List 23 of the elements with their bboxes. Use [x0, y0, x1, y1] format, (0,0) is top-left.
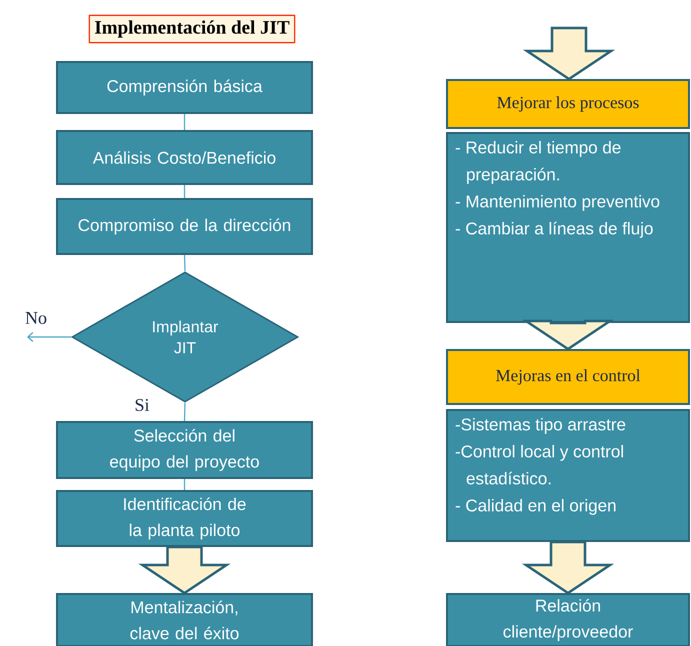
connector-line: [184, 254, 186, 272]
process-box: Comprensión básica: [56, 61, 313, 114]
title-box: Implementación del JIT: [88, 14, 296, 44]
block-arrow: [138, 546, 231, 595]
connector-line: [184, 114, 186, 130]
edge-label: No: [26, 312, 46, 324]
connector-line: [184, 479, 186, 490]
block-arrow: [522, 540, 614, 595]
block-arrow: [522, 320, 614, 350]
arrow: [27, 332, 72, 342]
process-box: Selección del equipo del proyecto: [56, 421, 313, 479]
process-box: Análisis Costo/Beneficio: [56, 130, 313, 185]
list-box: - Reducir el tiempo de preparación. - Mantenimiento preventivo - Cambiar a líneas de flujo: [446, 132, 690, 323]
process-box: Relación cliente/proveedor: [446, 593, 690, 646]
connector-line: [184, 185, 186, 198]
heading-box: Mejoras en el control: [446, 349, 690, 405]
process-box: Compromiso de la dirección: [56, 198, 313, 255]
connector-line: [184, 402, 186, 422]
block-arrow: [522, 26, 616, 80]
heading-box: Mejorar los procesos: [446, 79, 690, 129]
process-box: Identificación de la planta piloto: [56, 490, 313, 547]
process-box: Mentalización, clave del éxito: [56, 593, 313, 646]
list-box: -Sistemas tipo arrastre -Control local y control estadístico. - Calidad en el origen: [446, 409, 690, 542]
